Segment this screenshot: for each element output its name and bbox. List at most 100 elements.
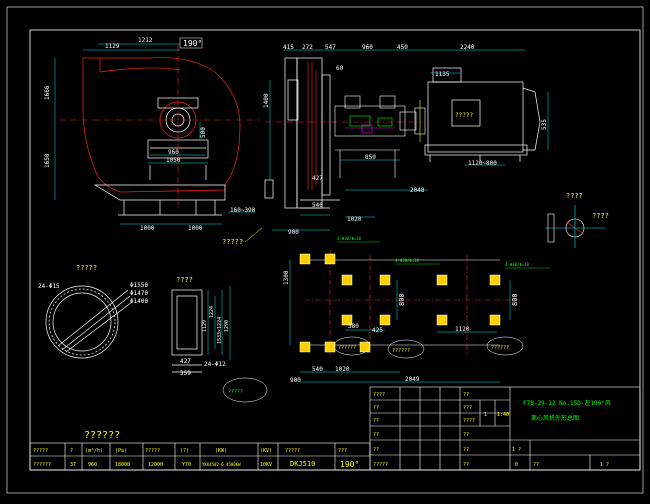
leader-q (244, 227, 263, 243)
shaft-assembly-magenta (345, 124, 395, 134)
spec-h1: ? (70, 448, 73, 454)
detail-label-top: ???? (566, 192, 583, 200)
dim-800-b: 800 (511, 293, 519, 306)
spec-v2: 960 (88, 462, 97, 468)
dim-415: 415 (283, 44, 294, 51)
dim-2240: 2240 (460, 44, 475, 51)
cloud-text-1: ?????? (338, 345, 356, 351)
dim-547: 547 (325, 44, 336, 51)
tb-qty: 1 ? (512, 447, 521, 453)
flange-rect-427: 427 (180, 358, 191, 365)
dim-1000-b: 1000 (188, 225, 203, 232)
flange-rect-1129: 1129 (202, 320, 208, 332)
spec-v0: ?????? (33, 462, 51, 468)
spec-v7: 10KV (260, 462, 272, 468)
cloud-text-2: ?????? (392, 348, 410, 354)
dim-900-side: 900 (288, 229, 299, 236)
bolt-pads (299, 253, 501, 353)
flange-circle-holes: 24-Φ15 (38, 283, 60, 290)
tb-sheet: 1 ? (600, 462, 609, 468)
fan-dimension-lines (54, 43, 255, 225)
dim-1020-side: 1020 (347, 216, 362, 223)
side-dimension-lines (269, 49, 549, 231)
dim-540-side: 540 (312, 202, 323, 209)
dim-2049: 2049 (405, 376, 420, 383)
bolt-note-2: 4-Φ30/Φ=10 (395, 258, 420, 263)
tb-zero: 0 (515, 462, 518, 468)
tb-r6-0: ????? (373, 462, 388, 468)
dim-800-a: 800 (398, 293, 406, 306)
shaft-assembly (334, 95, 417, 178)
tb-r3-3: ???? (463, 418, 475, 424)
dim-1212: 1212 (138, 37, 153, 44)
dim-1120: 1120 (455, 326, 470, 333)
flange-rect-holes: 24-Φ12 (204, 361, 226, 368)
flange-rect-359: 359 (180, 370, 191, 377)
flange-circle (45, 285, 133, 359)
title-line-1: F7B-29-12 No.15D-左190°风 (523, 399, 611, 407)
drawing-frame-outer (6, 6, 644, 494)
tb-r5-3: ?? (463, 447, 469, 453)
tb-r1-3: ?? (463, 392, 469, 398)
cloud-text-4: ????? (228, 389, 243, 395)
title-block-grid (369, 386, 641, 471)
fan-front-view (82, 57, 241, 216)
dim-850: 850 (365, 154, 376, 161)
tb-r4-3: ?? (463, 432, 469, 438)
spec-table-grid (29, 442, 371, 471)
spec-v1: 37 (70, 462, 76, 468)
spec-h6: (KW) (215, 448, 227, 454)
flange-rect (171, 289, 203, 373)
angle-box (179, 37, 203, 49)
spec-v8: DKJ510 (290, 460, 315, 468)
spec-v5: Y70 (182, 462, 191, 468)
dim-1400: 1400 (263, 93, 270, 108)
tb-r2-6: 1:40 (497, 412, 509, 418)
flange-d1550: Φ1550 (130, 282, 148, 289)
tb-r6-3: ?? (463, 462, 469, 468)
dim-540-bolt: 540 (312, 366, 323, 373)
tb-r6-4: ?? (533, 462, 539, 468)
dim-900-bolt: 900 (290, 377, 301, 384)
flange-d1400: Φ1400 (130, 298, 148, 305)
title-block-cells: ???? ?? ?? ??? 1 1:40 ?? ???? ?? ?? ?? ?… (373, 392, 609, 468)
tb-r2-0: ?? (373, 405, 379, 411)
dim-1129: 1129 (105, 43, 120, 50)
small-detail (545, 205, 605, 248)
spec-h2: (m³/h) (85, 448, 103, 454)
dim-425: 425 (372, 327, 383, 334)
spec-h0: ????? (33, 448, 48, 454)
side-view-red (265, 62, 420, 190)
title-line-2: 离心风机外形总图 (531, 414, 579, 422)
shaft-assembly-green (349, 115, 393, 127)
detail-label-right: ???? (592, 212, 609, 220)
flange-circle-title: ????? (76, 264, 97, 272)
tb-r2-3: ??? (463, 405, 472, 411)
dim-1666: 1666 (44, 85, 51, 100)
spec-v6: YKK4502-6 4500KW (202, 462, 241, 467)
bolt-dimension-lines (289, 260, 511, 383)
fan-side-view (264, 57, 340, 209)
spec-heading: ?????? (84, 430, 120, 441)
dim-2048: 2048 (410, 187, 425, 194)
flange-rect-1224: 1224 (209, 306, 215, 318)
label-q: ????? (222, 238, 243, 246)
dim-450: 450 (397, 44, 408, 51)
coupling (414, 100, 426, 142)
dim-1650: 1650 (44, 153, 51, 168)
dim-1000-a: 1000 (140, 225, 155, 232)
spec-v3: 18000 (115, 462, 130, 468)
dim-1050: 1050 (166, 157, 181, 164)
bolt-note-3: 4-Φ30/Φ=10 (505, 262, 530, 267)
fan-centerlines (60, 45, 260, 210)
tb-r2-5: 1 (484, 412, 487, 418)
motor (424, 67, 541, 162)
cloud-callouts (222, 336, 524, 403)
tb-r1-0: ???? (373, 392, 385, 398)
spec-h7: (KV) (260, 448, 272, 454)
dim-427-side: 427 (312, 175, 323, 182)
cloud-text-3: ?????? (491, 345, 509, 351)
dim-960-fan: 960 (168, 149, 179, 156)
